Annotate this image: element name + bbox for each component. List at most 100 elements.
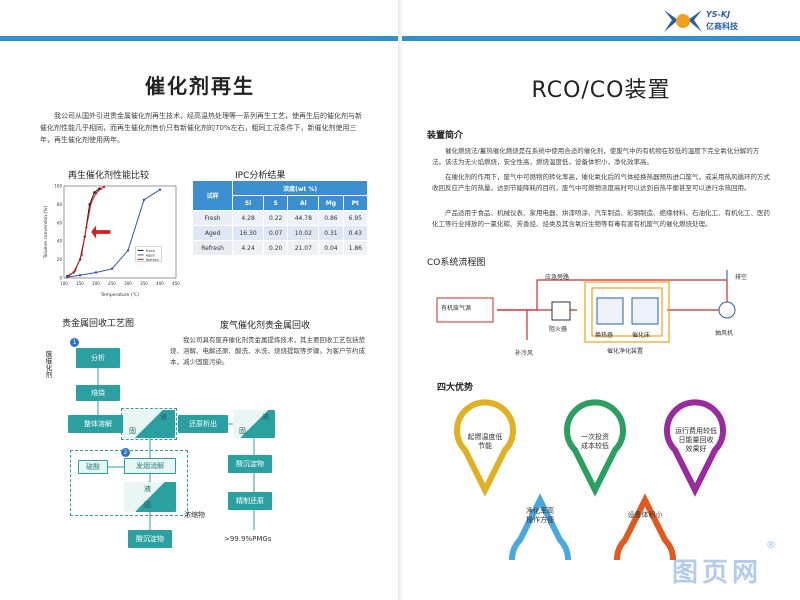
co-diagram-lines — [436, 270, 736, 343]
diag-vent: 排空 — [735, 274, 748, 281]
page-spine — [398, 0, 403, 600]
table-col-header: Si — [232, 195, 265, 211]
table-row: Aged 16.30 0.07 10.02 0.31 0.43 — [191, 225, 369, 241]
diag-fan: 抽风机 — [715, 330, 734, 337]
intro-paragraph: 我公司从国外引进贵金属催化剂再生技术，经高温热处理等一系列再生工艺，使再生后的催… — [40, 112, 362, 144]
registered-mark: ® — [766, 540, 776, 551]
watermark: 图页网 — [672, 558, 763, 588]
right-top-bar — [402, 36, 800, 41]
logo-text-en: YS-KJ — [706, 10, 731, 19]
table-row: Fresh 4.28 0.22 44.78 0.86 6.95 — [191, 210, 369, 226]
solid-label: 固 — [129, 427, 136, 435]
data-point-aged — [142, 198, 146, 201]
step-final-precip: 酸沉淀物 — [128, 530, 172, 548]
data-point-refresh — [99, 187, 102, 190]
solid-label-2: 固 — [239, 427, 246, 435]
step-number-1: 1 — [70, 338, 79, 347]
y-tick-label: 0 — [59, 276, 62, 281]
left-page — [0, 0, 400, 600]
step-acid-precip: 酸沉淀物 — [228, 455, 272, 473]
data-point-refresh — [90, 201, 93, 204]
y-tick-label: 60 — [57, 220, 63, 225]
flow-arrows — [97, 368, 255, 530]
step-refine: 精制还原 — [228, 492, 272, 510]
table-row-label: Refresh — [191, 240, 234, 256]
diag-catalyst: 催化床 — [632, 332, 651, 339]
table-header-group: 浓度(wt %) — [232, 180, 368, 196]
co-system-diagram: 有机废气源 应急旁路 阻火器 补冷风 换热器 催化床 催化净化装置 抽风机 排空 — [427, 270, 757, 365]
step-number-2: 2 — [121, 448, 130, 457]
x-tick-label: 250 — [108, 281, 116, 286]
step-reduce: 还原析出 — [178, 415, 228, 433]
data-point-aged — [110, 267, 114, 270]
diag-cooling: 补冷风 — [515, 350, 534, 357]
advantage-2: 净化率高 操作方便 — [526, 507, 554, 524]
advantage-5: 运行费用较低 日能量回收 效果好 — [675, 427, 717, 453]
table-cell: 0.86 — [318, 210, 344, 226]
y-tick-label: 100 — [54, 184, 62, 189]
diag-exchanger: 换热器 — [595, 332, 614, 339]
y-tick-label: 80 — [57, 202, 63, 207]
table-row-label: Fresh — [191, 210, 234, 226]
intro-para-1: 催化燃烧法/蓄热催化燃烧是在系统中使用合适的催化剂，使废气中的有机物在较低的温度… — [432, 147, 760, 166]
legend-label: Aged — [146, 253, 155, 257]
table-cell: 0.31 — [318, 225, 344, 241]
chart-frame — [63, 185, 177, 279]
ipc-table: 试样 浓度(wt %) Si S Al Mg Pt Fresh 4.28 0.2… — [191, 180, 369, 256]
page-title-right: RCO/CO装置 — [531, 78, 671, 103]
data-point-refresh — [67, 274, 70, 278]
step-analyze: 分析 — [76, 348, 120, 368]
x-tick-label: 150 — [76, 281, 84, 286]
table-cell: 0.20 — [263, 240, 289, 256]
liquid-label-3: 液 — [144, 485, 151, 493]
y-tick-label: 20 — [57, 257, 63, 262]
annotation-arrow — [91, 225, 111, 239]
data-point-refresh — [74, 269, 77, 272]
step-dissolve: 整体溶解 — [68, 415, 128, 433]
y-tick-label: 40 — [57, 239, 63, 244]
ipc-section-title: IPC分析结果 — [235, 171, 286, 181]
table-row-label: Aged — [191, 225, 234, 241]
diag-device: 催化净化装置 — [607, 348, 644, 355]
table-cell: 4.24 — [232, 240, 265, 256]
x-tick-label: 450 — [172, 281, 180, 286]
intro-para-2: 在催化剂的作用下，废气中可燃物的转化率高，催化氧化后的气体经换热器预热进口废气，… — [432, 173, 770, 192]
x-tick-label: 400 — [156, 281, 164, 286]
chart-section-title: 再生催化剂性能比较 — [68, 171, 150, 181]
table-cell: 1.86 — [342, 240, 369, 256]
data-point-aged — [94, 271, 98, 274]
table-col-header: Al — [287, 195, 320, 211]
x-tick-label: 200 — [92, 281, 100, 286]
logo-text-cn: 亿商科技 — [706, 22, 738, 31]
table-cell: 0.22 — [263, 210, 289, 226]
advantage-3: 一次投资 成本较低 — [581, 433, 609, 450]
step-conc: 浓缩物 — [184, 511, 205, 519]
table-cell: 0.04 — [318, 240, 344, 256]
step-leach: 发烟消解 — [124, 458, 176, 474]
flow-title: CO系统流程图 — [427, 258, 486, 268]
table-cell: 16.30 — [232, 225, 265, 241]
recycle-flow-diagram: 废催化剂 1 分析 焙烧 整体溶解 液 固 还原析出 液 固 2 硫酸 发烟消解… — [28, 330, 288, 560]
y-axis-label: Toluene conversion (%) — [43, 206, 49, 260]
table-cell: 0.07 — [263, 225, 289, 241]
exhaust-recovery-title: 废气催化剂贵金属回收 — [220, 321, 311, 331]
chart-svg: 100 150 200 250 300 350 400 450 0 20 40 60 80 100Temp… — [43, 184, 180, 299]
pmg-output: >99.9%PMGs — [224, 535, 272, 543]
table-col-header: S — [263, 195, 289, 211]
liquid-solid-split-2: 液 固 — [233, 410, 275, 438]
intro-title: 装置简介 — [427, 131, 464, 141]
exhaust-recovery-text: 我公司具有废弃催化剂贵金属提炼技术，其主要回收工艺包括焚烧、溶解、电解还原、酸洗… — [170, 336, 365, 366]
x-tick-label: 100 — [60, 281, 68, 286]
x-axis-label: Temperature (℃) — [100, 292, 140, 298]
x-tick-label: 300 — [124, 281, 132, 286]
table-cell: 44.78 — [287, 210, 320, 226]
x-tick-label: 350 — [140, 281, 148, 286]
data-point-refresh — [94, 192, 98, 195]
table-cell: 6.95 — [342, 210, 369, 226]
step-roast: 焙烧 — [76, 385, 120, 401]
legend-label: Fresh — [146, 249, 155, 253]
advantage-4: 设备体积小 — [627, 511, 663, 519]
recycle-flow-title: 贵金属回收工艺图 — [62, 319, 135, 329]
data-point-aged — [158, 188, 162, 191]
